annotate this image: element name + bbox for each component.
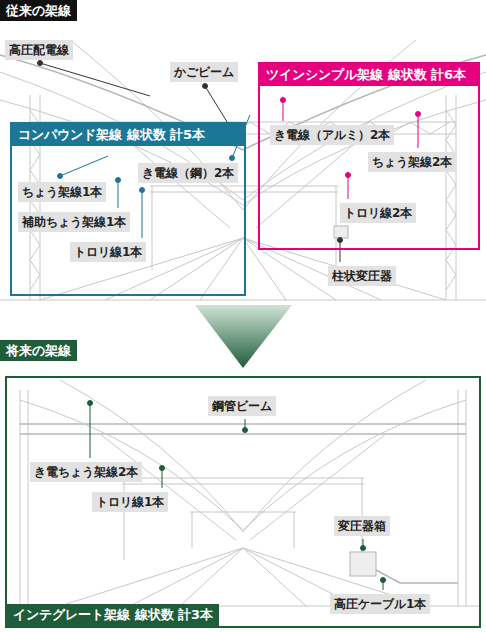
overhead-wires [0,40,486,228]
leader-dot [88,401,93,406]
frame-heading: インテグレート架線 線状数 計3本 [7,604,219,626]
leader-dot [381,578,386,583]
part-label: 柱状変圧器 [328,266,396,286]
label-text: 変圧器箱 [338,519,386,533]
leader-dot [361,546,366,551]
frame-heading: コンパウンド架線 線状数 計5本 [12,124,244,146]
label-text: 補助ちょう架線1本 [22,215,126,229]
transition-arrow [195,305,292,368]
pole-transformer [334,226,348,238]
part-label: トロリ線1本 [92,492,168,512]
transformer-box [350,552,376,576]
leader-dot [116,178,121,183]
leader-dot [230,156,235,161]
leader-line [40,63,340,262]
part-label: 鋼管ビーム [208,396,276,416]
section-title: 将来の架線 [6,343,71,358]
leaders-pink [281,98,421,200]
label-text: 鋼管ビーム [212,399,272,413]
part-label: き電線（アルミ）2本 [270,125,394,145]
section-title: 従来の架線 [6,3,71,18]
inner-gantries [122,478,364,560]
part-label: き電線（鋼）2本 [138,163,238,183]
catenary-group-frame: ツインシンプル架線 線状数 計6本き電線（アルミ）2本ちょう架線2本トロリ線2本 [258,62,480,250]
label-text: 高圧ケーブル1本 [334,597,426,611]
distribution-line [0,55,486,150]
catenary-group-frame: インテグレート架線 線状数 計3本 鋼管ビームき電ちょう架線2本トロリ線1本変圧器… [5,376,481,628]
section-tag: 将来の架線 [0,340,77,361]
hv-cable [376,570,458,583]
leader-line [90,403,383,590]
label-text: き電ちょう架線2本 [34,465,138,479]
upper-scene [0,40,486,300]
poles [20,390,466,606]
part-label: ちょう架線1本 [18,182,106,202]
part-label: 高圧ケーブル1本 [330,594,430,614]
leader-dot [281,98,286,103]
part-label: 変圧器箱 [334,516,390,536]
label-text: トロリ線2本 [344,206,412,220]
leader-dot [416,112,421,117]
leader-line [283,100,418,199]
leader-dot [203,84,208,89]
label-text: かごビーム [174,65,234,79]
frame-heading: ツインシンプル架線 線状数 計6本 [260,64,478,86]
rails [0,238,486,300]
leader-dot [160,466,165,471]
label-text: トロリ線1本 [96,495,164,509]
label-text: トロリ線1本 [74,245,142,259]
leader-dot [140,188,145,193]
leader-dot [243,428,248,433]
section-tag: 従来の架線 [0,0,77,21]
part-label: 補助ちょう架線1本 [18,212,130,232]
part-label: 高圧配電線 [5,40,73,60]
leaders-green [88,401,386,591]
part-label: トロリ線2本 [340,203,416,223]
label-text: 柱状変圧器 [332,269,392,283]
part-label: き電ちょう架線2本 [30,462,142,482]
label-text: き電線（鋼）2本 [142,166,234,180]
label-text: 高圧配電線 [9,43,69,57]
leader-dot [38,61,43,66]
leader-dot [346,173,351,178]
lower-scene [5,380,481,606]
overhead-wires [20,380,466,540]
leader-dot [338,238,343,243]
part-label: トロリ線1本 [70,242,146,262]
part-label: かごビーム [170,62,238,82]
label-text: ちょう架線2本 [372,155,452,169]
label-text: ちょう架線1本 [22,185,102,199]
catenary-group-frame: コンパウンド架線 線状数 計5本き電線（鋼）2本ちょう架線1本補助ちょう架線1本… [10,122,246,296]
part-label: ちょう架線2本 [368,152,456,172]
label-text: き電線（アルミ）2本 [274,128,390,142]
leader-dot [58,174,63,179]
